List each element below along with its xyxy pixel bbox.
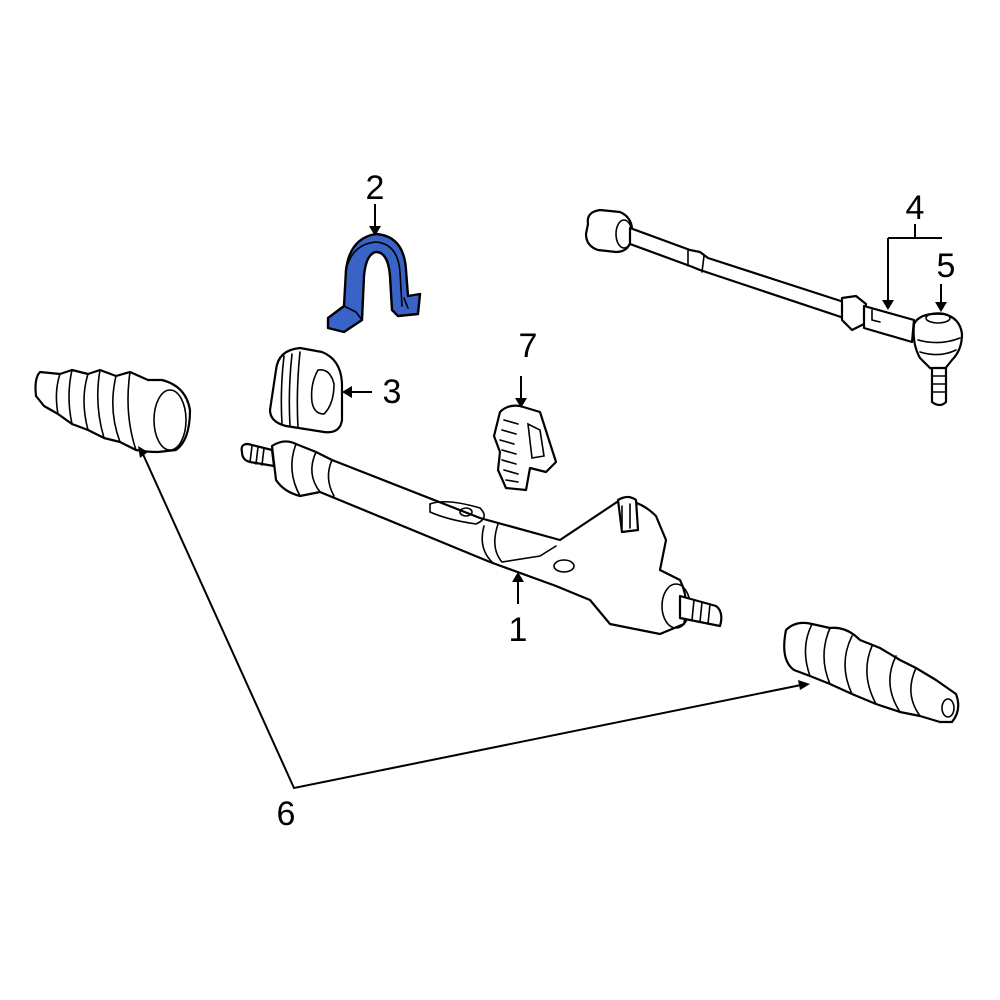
callout-1[interactable]: 1	[508, 611, 528, 649]
callout-6[interactable]: 6	[276, 795, 296, 833]
part-1-steering-rack[interactable]	[240, 440, 723, 636]
part-5-tie-rod-end[interactable]	[912, 312, 964, 407]
part-3-bushing[interactable]	[268, 346, 344, 434]
callout-7[interactable]: 7	[518, 327, 538, 365]
part-6-boot-left[interactable]	[34, 368, 192, 454]
part-4-tie-rod[interactable]	[584, 208, 916, 344]
leader-lines	[138, 204, 947, 790]
callout-3[interactable]: 3	[382, 373, 402, 411]
callout-4[interactable]: 4	[905, 189, 925, 227]
callout-5[interactable]: 5	[936, 247, 956, 285]
part-2-bracket[interactable]	[326, 232, 422, 334]
part-6-boot-right[interactable]	[783, 621, 960, 724]
part-7-clip[interactable]	[492, 404, 558, 492]
callout-2[interactable]: 2	[365, 169, 385, 207]
